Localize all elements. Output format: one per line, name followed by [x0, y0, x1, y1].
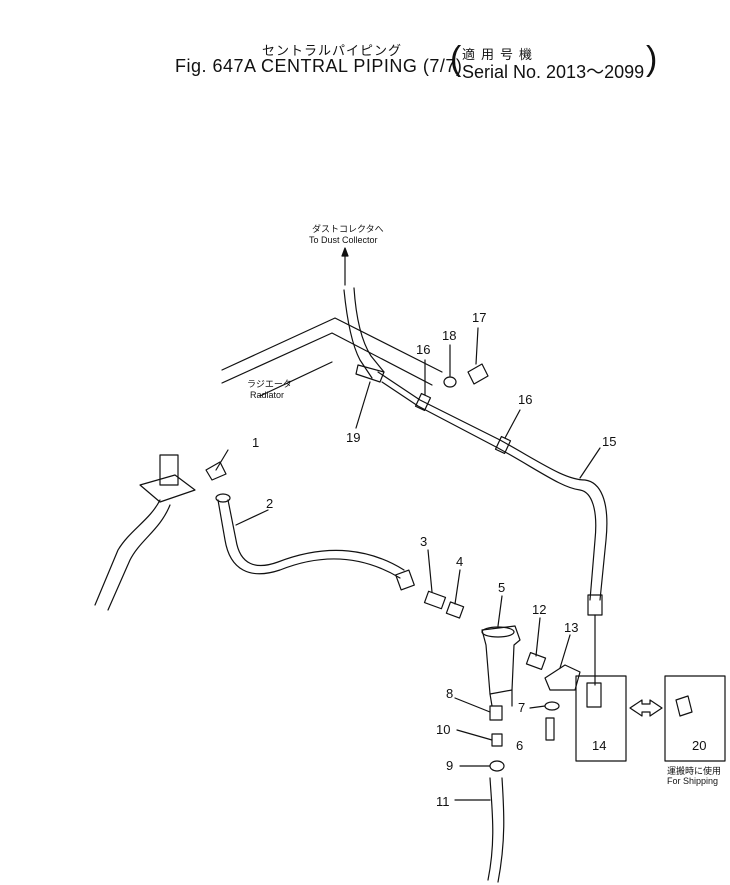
callout-14: 14 — [592, 738, 606, 753]
callout-10: 10 — [436, 722, 450, 737]
callout-3: 3 — [420, 534, 427, 549]
radiator-label: Radiator — [250, 390, 285, 400]
hose-11 — [487, 777, 494, 881]
clamp-16-upper — [414, 392, 432, 412]
callout-6: 6 — [516, 738, 523, 753]
block-13 — [544, 664, 581, 691]
radiator-label-jp: ラジエータ — [247, 379, 292, 389]
exchange-arrow — [629, 699, 663, 717]
callout-15: 15 — [602, 434, 616, 449]
nut-9 — [489, 760, 505, 772]
callout-2: 2 — [266, 496, 273, 511]
callout-17: 17 — [472, 310, 486, 325]
hose-2 — [217, 499, 401, 579]
callout-11: 11 — [436, 794, 450, 809]
filter-5 — [481, 625, 521, 695]
bolt-6 — [545, 717, 555, 741]
callouts: 1 2 3 4 5 6 7 8 9 10 11 12 13 14 15 16 1… — [252, 310, 706, 809]
mounting-bracket — [159, 454, 179, 486]
callout-13: 13 — [564, 620, 578, 635]
figure-title: Fig. 647A CENTRAL PIPING (7/7) — [175, 56, 463, 76]
callout-16-upper: 16 — [416, 342, 430, 357]
washer-18 — [443, 376, 457, 388]
callout-4: 4 — [456, 554, 463, 569]
shipping-label-jp: 運搬時に使用 — [667, 766, 722, 776]
callout-1: 1 — [252, 435, 259, 450]
clamp-16-lower — [494, 435, 512, 455]
applicable-serial-japanese: 適用号機 — [462, 47, 539, 62]
adapter-4 — [445, 601, 465, 619]
washer-7 — [544, 701, 560, 711]
tee-14 — [586, 682, 602, 708]
serial-range: Serial No. 2013～2099 — [462, 62, 645, 82]
dust-collector-label: To Dust Collector — [309, 235, 378, 245]
dust-collector-label-jp: ダストコレクタへ — [312, 224, 384, 234]
close-paren: ) — [646, 40, 658, 78]
open-paren: ( — [450, 40, 462, 78]
callout-5: 5 — [498, 580, 505, 595]
shipping-label: For Shipping — [667, 776, 719, 786]
adapter-3 — [423, 590, 447, 610]
nipple-8 — [489, 705, 503, 721]
fitting-10 — [491, 733, 503, 747]
dust-collector-hose — [343, 289, 373, 379]
callout-9: 9 — [446, 758, 453, 773]
elbow-1 — [205, 461, 227, 481]
detail-box-20 — [664, 675, 726, 762]
callout-8: 8 — [446, 686, 453, 701]
connector-12 — [525, 652, 547, 670]
callout-19: 19 — [346, 430, 360, 445]
pipe-15 — [377, 371, 608, 601]
callout-7: 7 — [518, 700, 525, 715]
bolt-17 — [467, 363, 489, 385]
radiator-outline — [221, 317, 443, 373]
detail-box-14 — [575, 675, 627, 762]
callout-12: 12 — [532, 602, 546, 617]
callout-18: 18 — [442, 328, 456, 343]
title-japanese: セントラルパイピング — [262, 43, 403, 58]
plug-20 — [675, 695, 693, 717]
callout-20: 20 — [692, 738, 706, 753]
callout-16-lower: 16 — [518, 392, 532, 407]
